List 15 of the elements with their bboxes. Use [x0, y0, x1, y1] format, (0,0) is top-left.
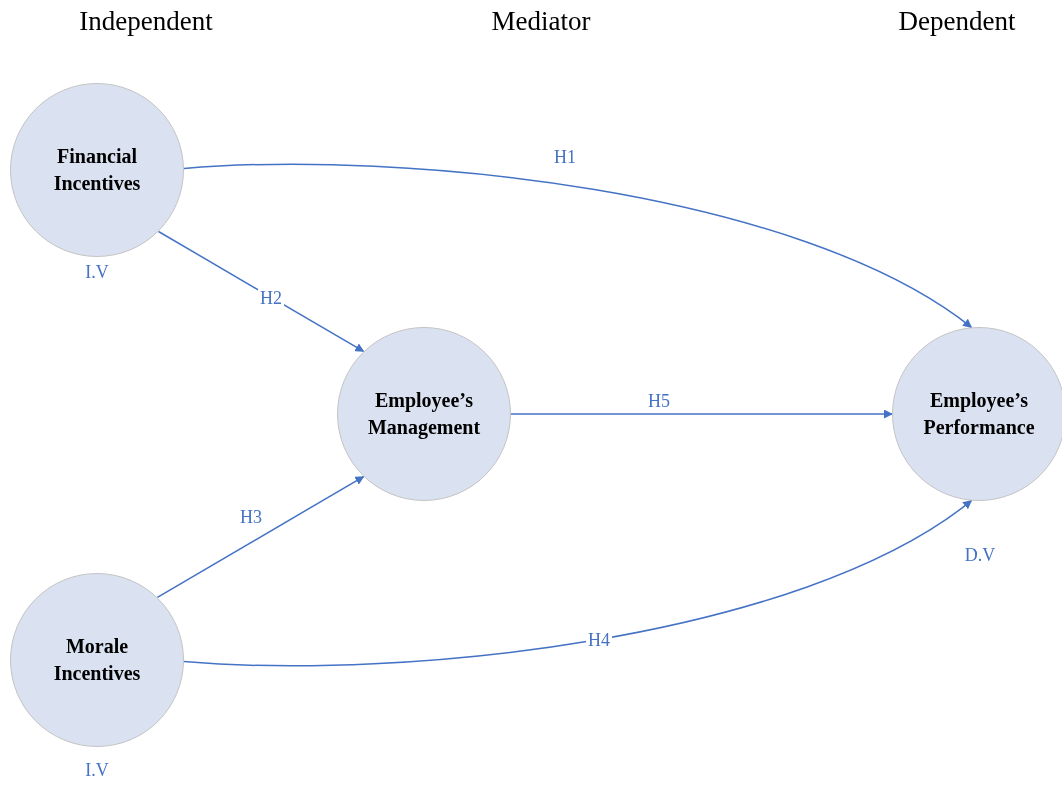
- arrow: [183, 163, 973, 329]
- node-label: Employee’s Performance: [922, 388, 1036, 440]
- arrow: [156, 475, 365, 599]
- node-label: Employee’s Management: [366, 388, 482, 441]
- edge-label: H2: [258, 289, 284, 309]
- arrow: [183, 499, 973, 667]
- column-heading: Dependent: [898, 6, 1016, 37]
- node-label: Financial Incentives: [52, 144, 142, 196]
- variable-type-label: I.V: [85, 760, 109, 781]
- column-heading: Independent: [79, 6, 213, 37]
- node-label: Morale Incentives: [52, 634, 142, 686]
- variable-type-label: D.V: [964, 545, 996, 566]
- column-heading: Mediator: [491, 6, 591, 37]
- arrow: [510, 409, 893, 419]
- variable-type-label: I.V: [85, 262, 109, 283]
